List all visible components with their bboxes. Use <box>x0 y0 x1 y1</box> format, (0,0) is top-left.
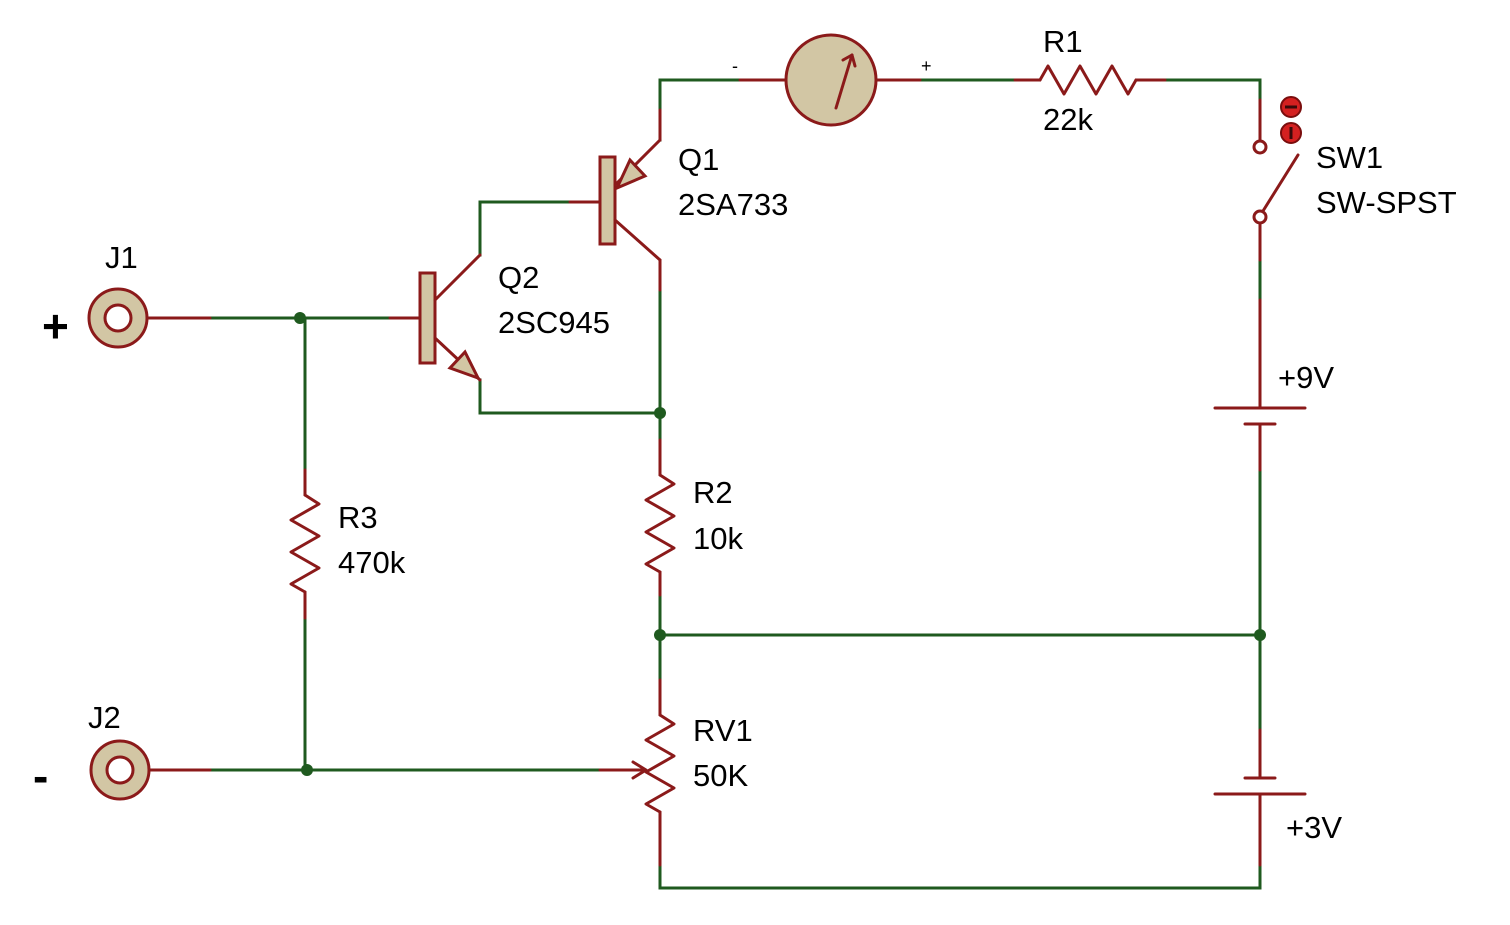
r3-ref-label: R3 <box>338 500 378 535</box>
meter-body <box>784 33 878 127</box>
q1-value-label: 2SA733 <box>678 187 788 222</box>
battery-9v: +9V <box>1213 298 1334 472</box>
meter-minus-label: - <box>732 56 738 76</box>
meter-plus-label: + <box>921 56 932 76</box>
bat3-value-label: +3V <box>1286 810 1342 845</box>
q1-base-bar <box>598 155 617 246</box>
sw1-value-label: SW-SPST <box>1316 185 1457 220</box>
junction-j2-r3 <box>301 764 313 776</box>
resistor-r2: R2 10k <box>644 438 743 597</box>
q1-emitter-arrow <box>613 157 648 191</box>
r1-zigzag <box>1038 64 1138 96</box>
wire-q2-emitter-to-node <box>478 378 662 415</box>
wire-q2-collector-to-q1-base <box>478 200 572 257</box>
junction-q-emitter <box>654 407 666 419</box>
r3-zigzag <box>289 493 321 594</box>
resistor-r3: R3 470k <box>289 468 406 620</box>
potentiometer-rv1: RV1 50K <box>598 678 753 867</box>
switch-sw1: SW1 SW-SPST <box>1252 96 1457 262</box>
junction-mid-right <box>1254 629 1266 641</box>
meter-needle <box>834 53 854 110</box>
j2-sign-label: - <box>33 750 48 802</box>
battery-3v: +3V <box>1213 728 1342 867</box>
q2-ref-label: Q2 <box>498 260 539 295</box>
wire-q1-emitter-to-meter <box>658 78 742 142</box>
wire-r1-to-switch <box>1163 78 1262 102</box>
junctions <box>294 312 1266 776</box>
r3-value-label: 470k <box>338 545 406 580</box>
q1-ref-label: Q1 <box>678 142 719 177</box>
terminal-j2: J2 - <box>33 700 212 802</box>
junction-j1-r3 <box>294 312 306 324</box>
q2-base-bar <box>418 271 437 365</box>
sw1-ref-label: SW1 <box>1316 140 1383 175</box>
wires <box>208 78 1262 890</box>
r1-value-label: 22k <box>1043 102 1093 137</box>
wire-bottom-rail <box>658 863 1262 890</box>
sw1-lever <box>1261 153 1300 213</box>
transistor-q2: Q2 2SC945 <box>388 253 610 382</box>
r1-ref-label: R1 <box>1043 24 1083 59</box>
r2-zigzag <box>644 473 676 574</box>
q2-value-label: 2SC945 <box>498 305 610 340</box>
resistor-r1: R1 22k <box>1013 24 1167 137</box>
bat9-value-label: +9V <box>1278 360 1334 395</box>
terminal-j1: J1 + <box>42 240 212 352</box>
j1-sign-label: + <box>42 300 69 352</box>
rv1-value-label: 50K <box>693 758 748 793</box>
rv1-ref-label: RV1 <box>693 713 753 748</box>
r2-value-label: 10k <box>693 521 743 556</box>
rv1-zigzag <box>644 713 676 814</box>
rv1-wiper-arrowhead <box>631 760 648 780</box>
meter: - + <box>732 33 932 127</box>
transistor-q1: Q1 2SA733 <box>568 108 788 292</box>
junction-mid-left <box>654 629 666 641</box>
r2-ref-label: R2 <box>693 475 733 510</box>
j1-ref-label: J1 <box>105 240 138 275</box>
j2-ref-label: J2 <box>88 700 121 735</box>
q2-emitter-arrow <box>447 349 482 381</box>
